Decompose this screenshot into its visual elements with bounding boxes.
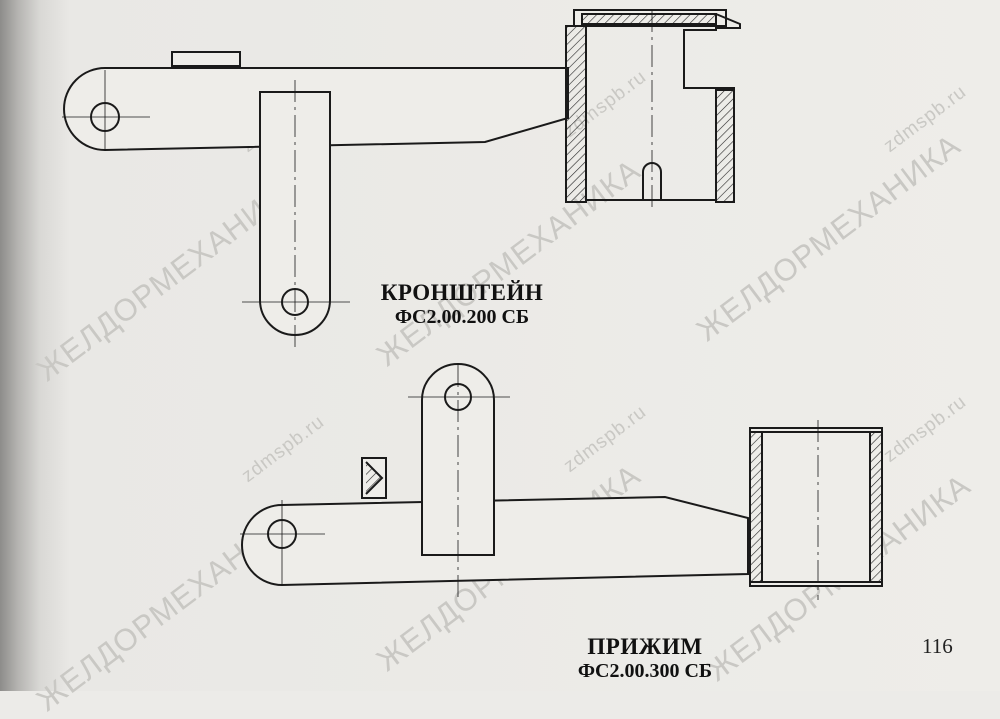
- clamp-drawing: [240, 363, 883, 600]
- clamp-title: ПРИЖИМ: [587, 634, 703, 659]
- bracket-title: КРОНШТЕЙН: [380, 280, 544, 305]
- technical-drawings: [62, 9, 883, 600]
- bracket-code: ФС2.00.200 СБ: [394, 306, 530, 328]
- bracket-caption: КРОНШТЕЙН ФС2.00.200 СБ: [372, 280, 552, 329]
- clamp-code: ФС2.00.300 СБ: [577, 660, 713, 682]
- page-number: 116: [922, 634, 953, 658]
- bracket-drawing: [62, 9, 741, 348]
- clamp-caption: ПРИЖИМ ФС2.00.300 СБ: [560, 634, 730, 683]
